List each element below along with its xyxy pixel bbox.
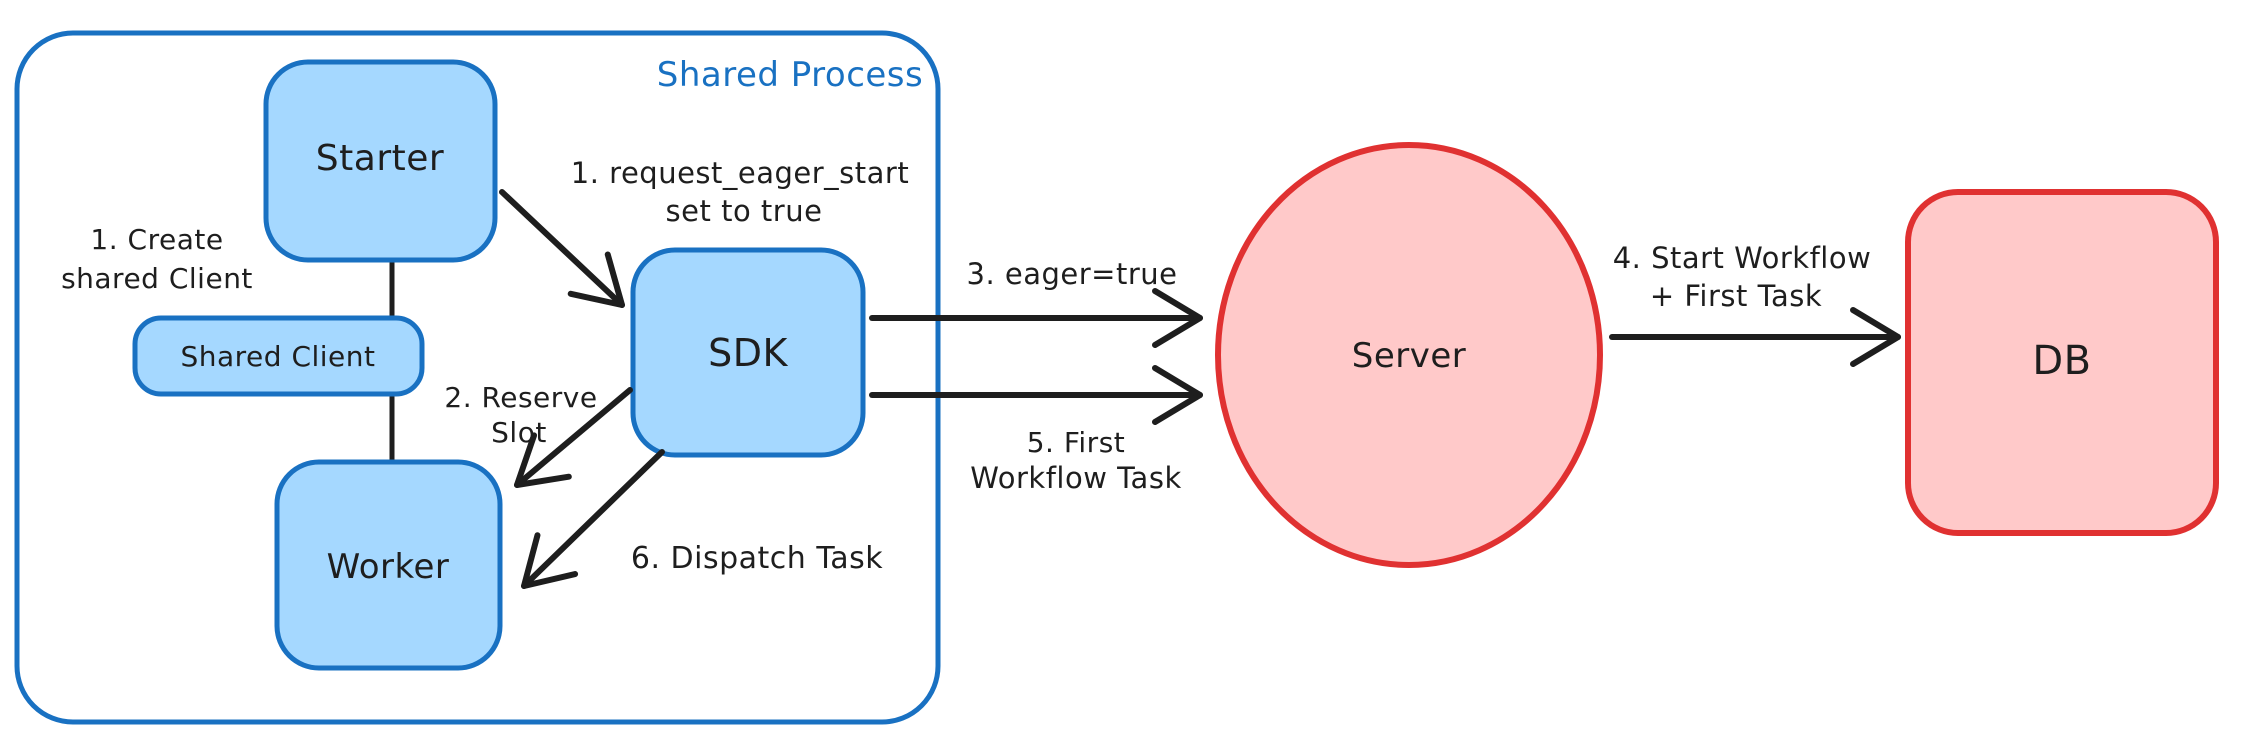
annotation-request-eager-start: 1. request_eager_start set to true [571, 156, 909, 228]
sdk-node [630, 247, 866, 458]
annotation-first-workflow-task-line1: 5. First [1027, 426, 1126, 459]
annotation-start-workflow-line2: + First Task [1650, 279, 1822, 313]
starter-label: Starter [316, 138, 444, 179]
server-node [1215, 142, 1603, 568]
annotation-reserve-slot: 2. Reserve Slot [444, 381, 597, 449]
arrow-request-eager-start [499, 189, 625, 308]
sdk-label: SDK [708, 331, 788, 375]
shared-client-node [132, 315, 425, 397]
annotation-dispatch-task: 6. Dispatch Task [631, 541, 883, 576]
annotation-request-eager-start-line1: 1. request_eager_start [571, 156, 909, 190]
arrow-reserve-slot [514, 387, 633, 488]
annotation-create-client-line1: 1. Create [90, 223, 223, 256]
arrow-dispatch-task [521, 449, 665, 589]
annotation-first-workflow-task-line2: Workflow Task [970, 461, 1181, 495]
annotation-eager-true: 3. eager=true [967, 257, 1178, 291]
worker-node [274, 459, 503, 671]
shared-client-label: Shared Client [180, 340, 375, 373]
annotation-create-client-line2: shared Client [61, 262, 253, 295]
annotation-reserve-slot-line2: Slot [491, 416, 547, 449]
annotation-create-client: 1. Create shared Client [61, 223, 253, 295]
annotation-start-workflow-line1: 4. Start Workflow [1613, 241, 1872, 275]
db-label: DB [2032, 338, 2091, 384]
annotation-reserve-slot-line1: 2. Reserve [444, 381, 597, 414]
worker-label: Worker [327, 547, 450, 587]
annotation-start-workflow: 4. Start Workflow + First Task [1613, 241, 1872, 313]
server-label: Server [1352, 336, 1467, 376]
annotation-request-eager-start-line2: set to true [666, 194, 823, 228]
annotation-first-workflow-task: 5. First Workflow Task [970, 426, 1181, 495]
db-node [1905, 189, 2219, 536]
starter-node [263, 59, 498, 263]
shared-process-label: Shared Process [657, 55, 923, 95]
shared-process-container [14, 30, 941, 725]
